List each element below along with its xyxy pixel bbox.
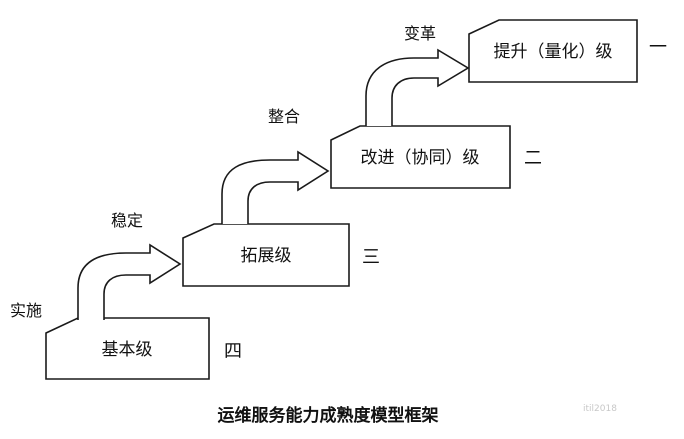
transition-label-stabilize: 稳定 xyxy=(111,211,143,230)
level-label-basic: 基本级 xyxy=(102,340,153,360)
order-mark-1: 一 xyxy=(649,37,667,58)
diagram-caption: 运维服务能力成熟度模型框架 xyxy=(218,405,439,426)
watermark-text: itil2018 xyxy=(583,404,617,414)
curved-arrow-implement xyxy=(77,243,182,320)
transition-label-integrate: 整合 xyxy=(268,107,300,126)
transition-label-implement: 实施 xyxy=(10,301,42,320)
curved-arrow-integrate xyxy=(365,48,470,126)
level-box-improved xyxy=(330,125,511,189)
level-box-enhanced xyxy=(468,19,638,83)
transition-label-transform: 变革 xyxy=(404,24,436,43)
level-box-basic xyxy=(45,317,210,380)
level-box-expanded xyxy=(182,223,350,287)
order-mark-4: 四 xyxy=(224,341,242,362)
curved-arrow-stabilize xyxy=(221,150,330,224)
level-label-improved: 改进（协同）级 xyxy=(361,148,480,168)
level-label-expanded: 拓展级 xyxy=(241,246,292,266)
level-label-enhanced: 提升（量化）级 xyxy=(494,42,613,62)
order-mark-2: 二 xyxy=(524,148,542,169)
order-mark-3: 三 xyxy=(362,247,380,268)
